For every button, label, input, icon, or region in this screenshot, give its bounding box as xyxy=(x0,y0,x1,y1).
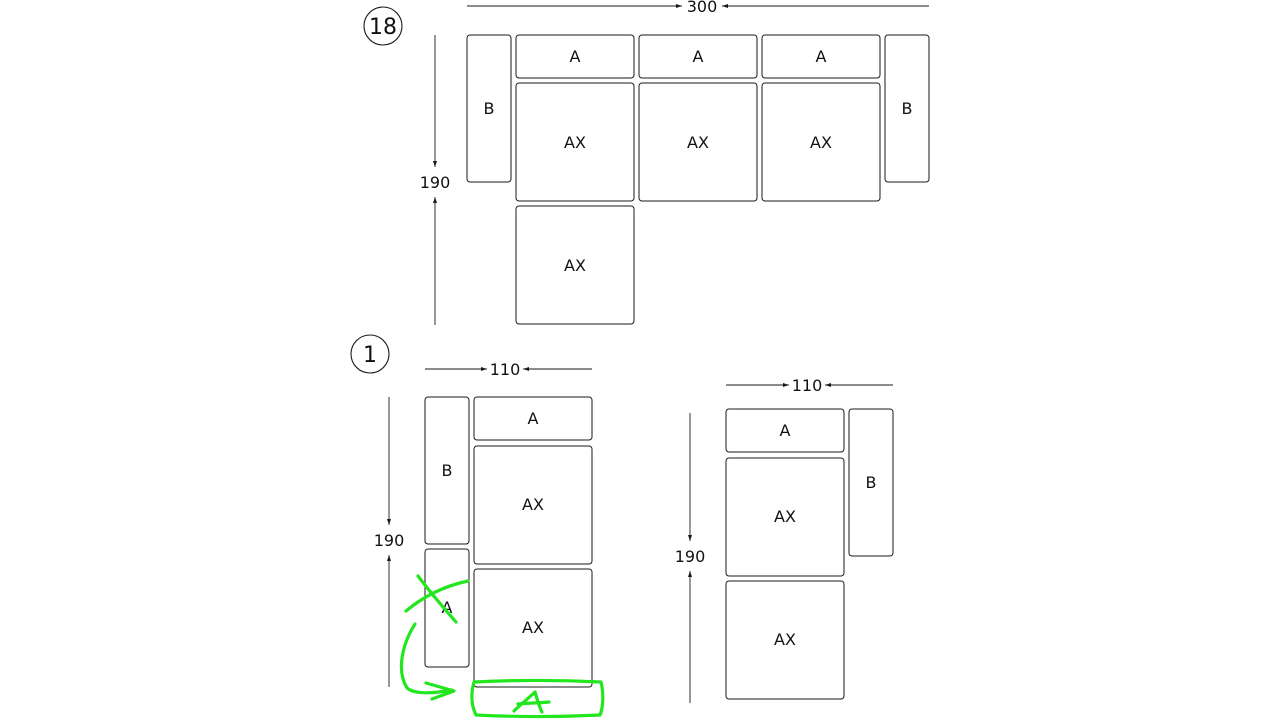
right-variant-depth-label: 190 xyxy=(675,547,706,566)
module-ax-3 xyxy=(761,82,881,202)
left-variant-width-dimension: 110 xyxy=(425,360,592,379)
right-module-b-label: B xyxy=(866,473,877,492)
module-ax-2-label: AX xyxy=(687,133,709,152)
new-a-letter-stroke-2 xyxy=(516,700,551,706)
layout-18-depth-dimension: 190 xyxy=(420,35,451,325)
green-annotation xyxy=(399,574,605,719)
left-variant-depth-label: 190 xyxy=(374,531,405,550)
cross-out-stroke-2 xyxy=(404,579,470,613)
layout-1-badge-circle xyxy=(350,334,390,374)
module-a-3 xyxy=(761,34,881,79)
right-module-a xyxy=(725,408,845,453)
new-a-module-outline xyxy=(470,678,605,719)
left-module-ax-2 xyxy=(473,568,593,688)
layout-18-width-dimension: 300 xyxy=(467,0,929,16)
left-module-ax-1-label: AX xyxy=(522,495,544,514)
cross-out-stroke-1 xyxy=(416,574,458,624)
module-a-1-label: A xyxy=(570,47,581,66)
right-module-ax-1-label: AX xyxy=(774,507,796,526)
left-module-b-label: B xyxy=(442,461,453,480)
right-module-ax-1 xyxy=(725,457,845,577)
move-arrow-curve xyxy=(399,622,454,695)
layout-1-right-variant: 110 190 A B AX AX xyxy=(675,376,894,703)
layout-18-badge: 18 xyxy=(369,15,397,40)
left-module-ax-1 xyxy=(473,445,593,565)
left-module-a-side-label: A xyxy=(442,598,453,617)
module-ax-4 xyxy=(515,205,635,325)
right-variant-depth-dimension: 190 xyxy=(675,413,706,703)
module-ax-1-label: AX xyxy=(564,133,586,152)
layout-1-left-variant: 110 190 B A AX A AX xyxy=(374,360,593,688)
right-module-b xyxy=(848,408,894,557)
module-ax-1 xyxy=(515,82,635,202)
left-variant-width-label: 110 xyxy=(490,360,521,379)
layout-18-badge-circle xyxy=(363,6,403,46)
module-b-left-label: B xyxy=(484,99,495,118)
right-module-ax-2-label: AX xyxy=(774,630,796,649)
layout-18-width-label: 300 xyxy=(687,0,718,16)
left-module-ax-2-label: AX xyxy=(522,618,544,637)
layout-1-badge: 1 xyxy=(363,343,377,368)
left-variant-depth-dimension: 190 xyxy=(374,397,405,687)
module-a-2-label: A xyxy=(693,47,704,66)
module-ax-3-label: AX xyxy=(810,133,832,152)
module-b-left xyxy=(466,34,512,183)
right-module-a-label: A xyxy=(780,421,791,440)
left-module-b xyxy=(424,396,470,545)
left-module-a-top xyxy=(473,396,593,441)
layout-18-depth-label: 190 xyxy=(420,173,451,192)
module-a-2 xyxy=(638,34,758,79)
module-ax-2 xyxy=(638,82,758,202)
right-variant-width-label: 110 xyxy=(792,376,823,395)
module-a-1 xyxy=(515,34,635,79)
module-b-right xyxy=(884,34,930,183)
left-module-a-side xyxy=(424,548,470,668)
right-module-ax-2 xyxy=(725,580,845,700)
move-arrow-head xyxy=(424,681,456,701)
module-a-3-label: A xyxy=(816,47,827,66)
layout-18: 18 300 190 B A A A B AX AX xyxy=(363,0,930,325)
layout-1: 1 110 190 B A AX xyxy=(350,334,894,703)
right-variant-width-dimension: 110 xyxy=(726,376,893,395)
left-module-a-top-label: A xyxy=(528,409,539,428)
module-ax-4-label: AX xyxy=(564,256,586,275)
module-b-right-label: B xyxy=(902,99,913,118)
